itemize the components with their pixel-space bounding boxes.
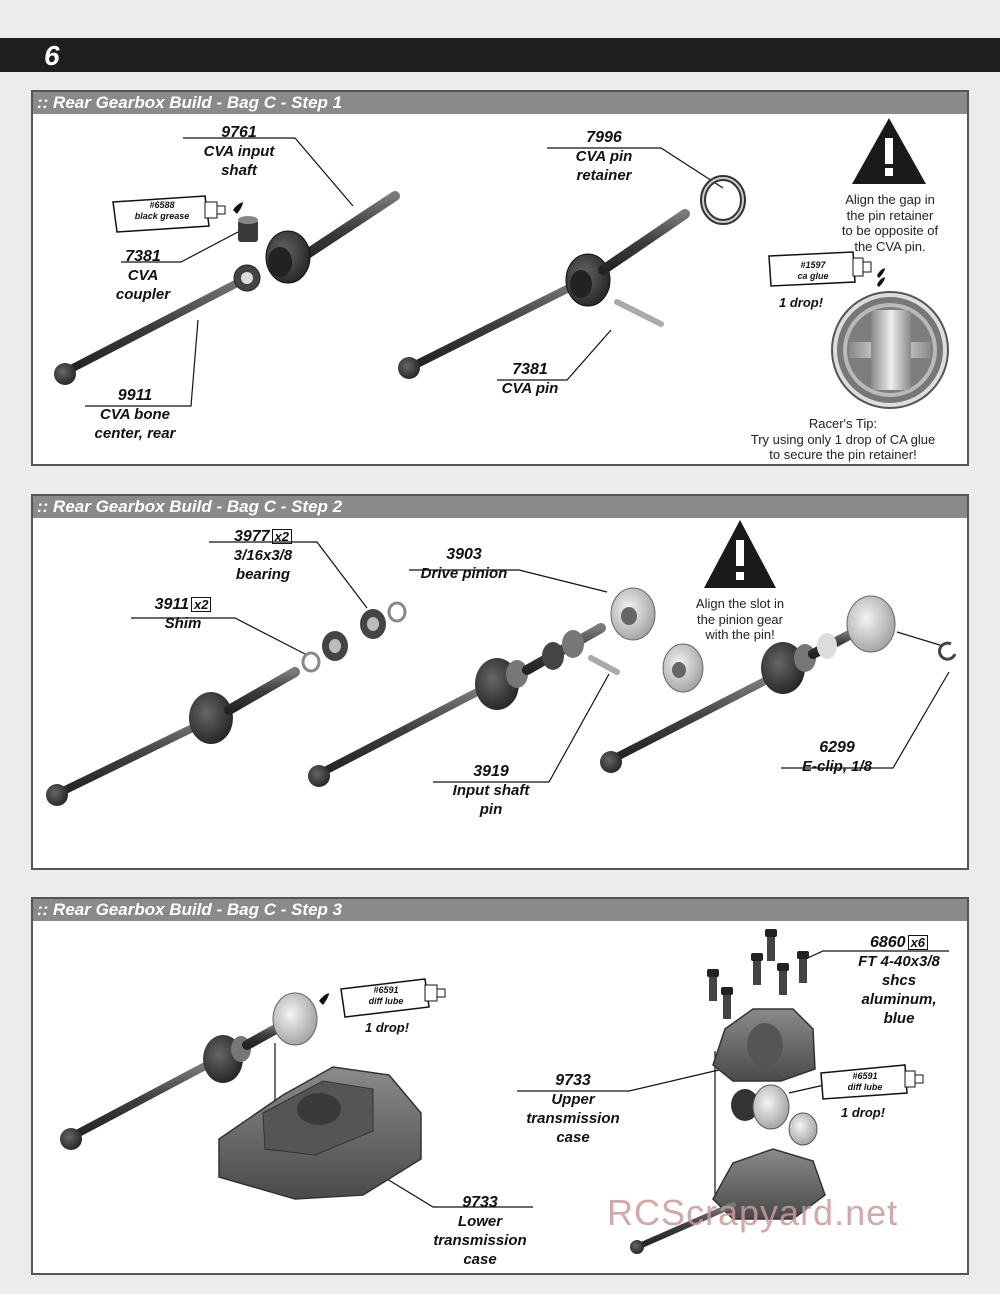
page-header-bar [0,38,1000,72]
cva-assembled-shaft [398,209,690,379]
drive-pinion-gear [610,587,704,693]
upper-transmission-case [712,1008,816,1082]
step2-shaft-right [600,595,896,773]
step1-header: :: Rear Gearbox Build - Bag C - Step 1 [33,92,967,114]
lower-case-assembled [630,1148,826,1254]
screws [707,929,809,1019]
step3-title: :: Rear Gearbox Build - Bag C - Step 3 [37,900,343,919]
step3-drop-note-1: 1 drop! [365,1020,410,1035]
pin-retainer-closeup [831,277,949,409]
step3-drop-note-2: 1 drop! [841,1105,886,1120]
black-grease-tube [112,195,243,233]
cva-bone-left [54,264,261,385]
diff-gears [731,1084,818,1146]
step2-panel: :: Rear Gearbox Build - Bag C - Step 2 [31,494,969,870]
step2-leaders [131,541,950,783]
step2-illustration [46,520,957,806]
step2-shaft-left [46,667,300,806]
cva-pin-retainer [700,175,746,225]
step1-panel: :: Rear Gearbox Build - Bag C - Step 1 [31,90,969,466]
step2-header: :: Rear Gearbox Build - Bag C - Step 2 [33,496,967,518]
warning-icon [852,118,926,184]
step1-illustration [54,118,949,409]
ca-glue-tube [768,251,885,287]
shims-and-bearings [301,601,407,673]
step1-leaders [85,137,724,407]
diff-lube-tube-1 [340,978,446,1018]
e-clip [938,641,957,661]
warning-icon-2 [704,520,776,588]
step3-panel: :: Rear Gearbox Build - Bag C - Step 3 [31,897,969,1275]
diff-lube-tube-2 [820,1064,924,1100]
step2-title: :: Rear Gearbox Build - Bag C - Step 2 [37,497,343,516]
cva-pin [614,299,664,327]
step3-header: :: Rear Gearbox Build - Bag C - Step 3 [33,899,967,921]
cva-input-shaft-left [265,191,400,284]
cva-coupler-left [238,216,258,242]
lower-transmission-case [218,1066,422,1200]
step1-drop-note: 1 drop! [779,295,824,310]
page-number: 6 [44,40,60,71]
step3-shaft [60,992,329,1150]
watermark: RCScrapyard.net [607,1192,899,1233]
step2-shaft-middle [308,623,620,787]
step3-illustration [60,929,949,1254]
step1-title: :: Rear Gearbox Build - Bag C - Step 1 [37,93,343,112]
racers-tip-text: Racer's Tip:Try using only 1 drop of CA … [750,416,936,462]
